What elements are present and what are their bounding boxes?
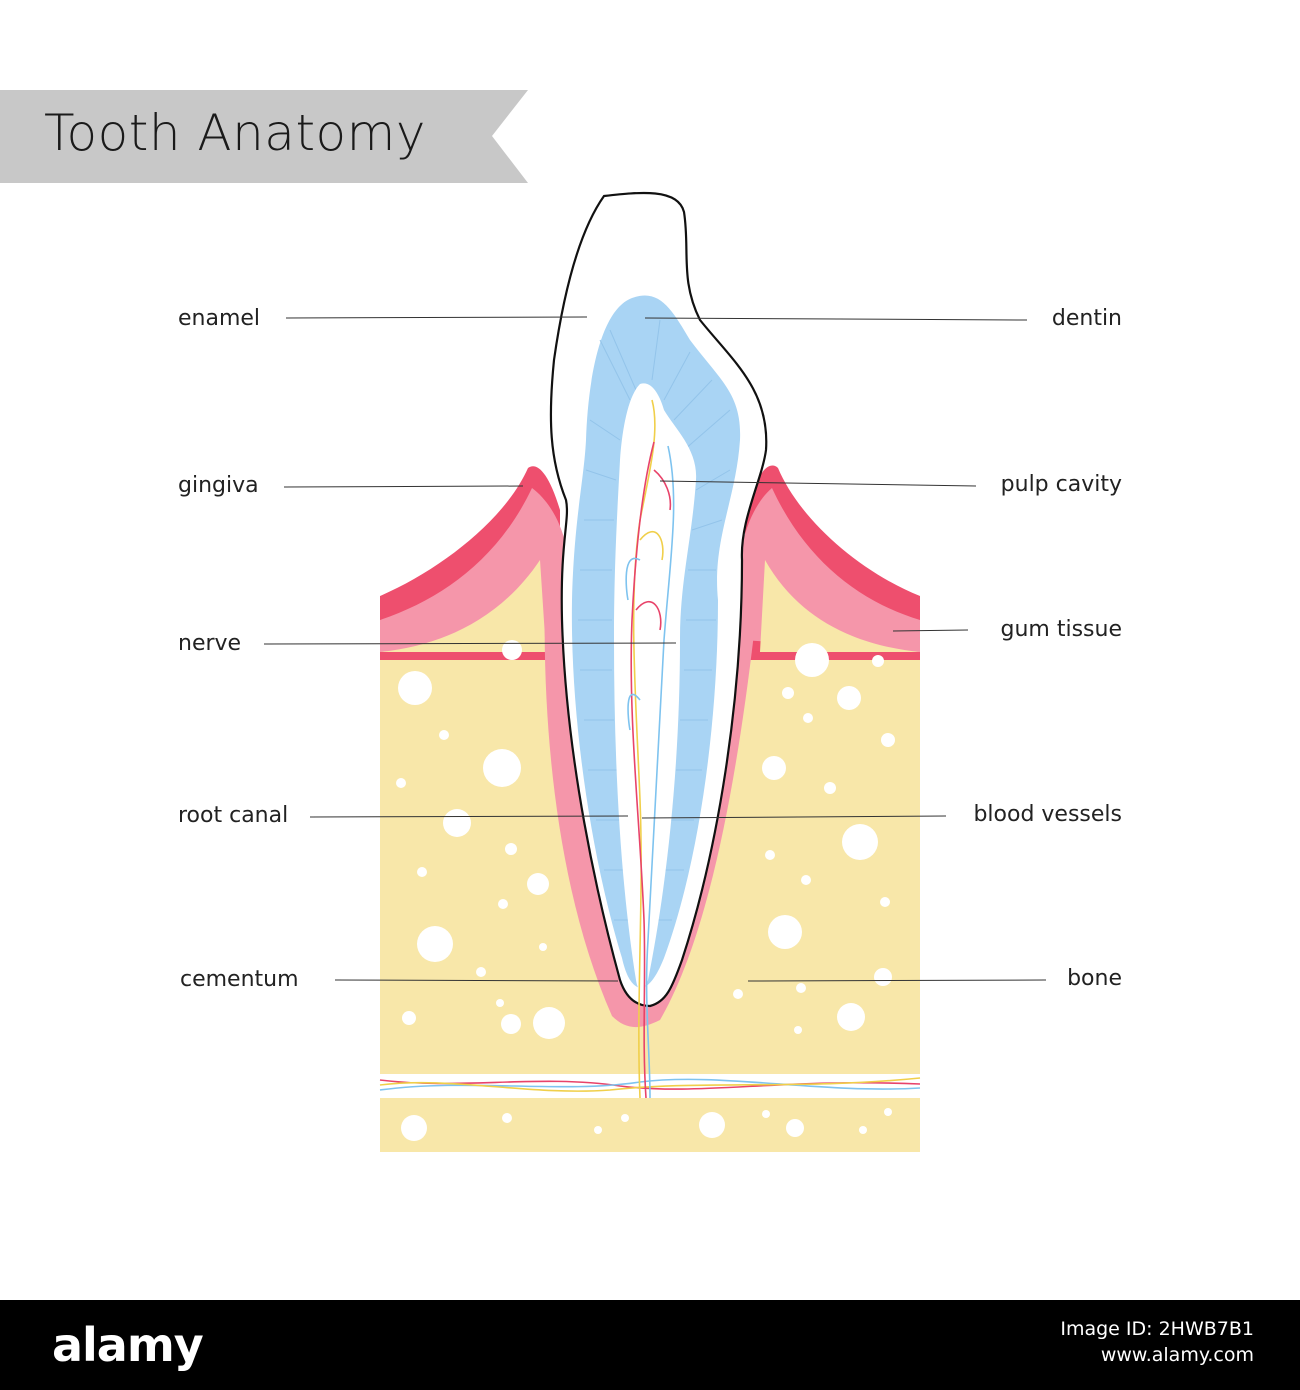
label-blood-vessels: blood vessels xyxy=(973,802,1122,827)
footer-logo: alamy xyxy=(52,1318,204,1372)
pulp-cavity xyxy=(614,383,697,990)
bone-top-right xyxy=(760,560,920,652)
label-gum-tissue: gum tissue xyxy=(1000,617,1122,642)
image-id: Image ID: 2HWB7B1 xyxy=(1060,1318,1254,1340)
title-banner xyxy=(0,90,528,183)
pulp-vessels xyxy=(625,399,675,1099)
bone-top-left xyxy=(380,560,546,652)
label-pulp-cavity: pulp cavity xyxy=(1000,472,1122,497)
footer-bar: alamy Image ID: 2HWB7B1 www.alamy.com xyxy=(0,1300,1300,1390)
leader-lines xyxy=(263,316,1047,982)
label-cementum: cementum xyxy=(180,967,299,992)
dentin-tubules xyxy=(578,319,731,921)
label-root-canal: root canal xyxy=(178,803,289,828)
label-nerve: nerve xyxy=(178,631,242,656)
site-url: www.alamy.com xyxy=(1100,1344,1254,1366)
label-gingiva: gingiva xyxy=(178,473,259,498)
label-bone: bone xyxy=(1067,966,1122,991)
label-dentin: dentin xyxy=(1051,306,1122,331)
tooth-diagram xyxy=(263,191,1047,1152)
label-enamel: enamel xyxy=(178,306,261,331)
bone-pores xyxy=(396,640,895,1141)
page-title: Tooth Anatomy xyxy=(44,104,426,162)
footer-credit: Image ID: 2HWB7B1 www.alamy.com xyxy=(1060,1316,1254,1368)
